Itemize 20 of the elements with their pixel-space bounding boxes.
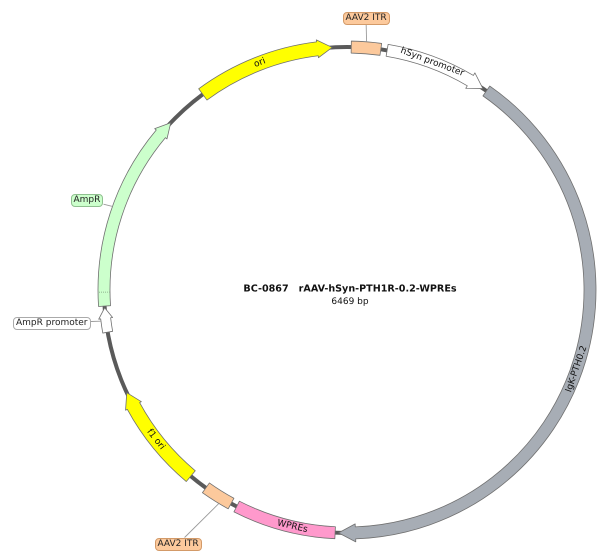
feature-arc (125, 392, 196, 482)
feature-tag: AmpR promoter (13, 316, 91, 330)
feature-block (350, 40, 382, 56)
leader-line (90, 320, 101, 322)
plasmid-name: BC-0867 rAAV-hSyn-PTH1R-0.2-WPREs (243, 284, 457, 294)
feature-arc (98, 307, 114, 334)
feature-name: f1 ori (144, 427, 167, 452)
leader-line (366, 24, 368, 42)
leader-line (184, 503, 219, 538)
feature-block (234, 500, 336, 540)
feature-arc (198, 39, 333, 100)
leader-line (103, 204, 112, 207)
sequence-length: 6469 bp (331, 297, 369, 307)
feature-name: ori (252, 56, 268, 70)
feature-arc (386, 44, 484, 89)
feature-block (202, 482, 234, 510)
feature-tag: AAV2 ITR (342, 12, 390, 24)
feature-name: WPREs (276, 518, 309, 536)
feature-tag: AmpR (70, 194, 104, 206)
feature-tag: AAV2 ITR (154, 538, 202, 550)
